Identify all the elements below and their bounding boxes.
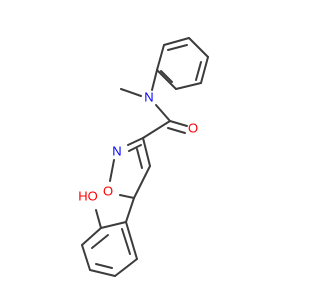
- bond: [89, 269, 116, 277]
- bond: [127, 137, 144, 146]
- bond: [125, 221, 138, 260]
- bond-ring-aryl: [125, 197, 135, 223]
- molecule-structure: N O N O HO: [78, 37, 209, 277]
- bond: [91, 234, 109, 249]
- bond: [128, 144, 142, 152]
- bond: [81, 227, 102, 246]
- bond-carbonyl-double-a: [169, 120, 188, 127]
- bond-c-oh: [95, 209, 102, 229]
- bond: [188, 37, 209, 58]
- bond-n-carbonyl: [155, 104, 171, 122]
- n-phenyl-ring: [156, 37, 209, 90]
- bond: [133, 165, 151, 199]
- bond: [109, 159, 115, 182]
- bond-n-methyl: [120, 88, 142, 97]
- bond: [81, 244, 91, 271]
- bond: [195, 61, 202, 81]
- bond: [114, 258, 138, 277]
- bond: [200, 56, 209, 84]
- ring-oxygen-label: O: [103, 183, 113, 198]
- carbonyl-oxygen-label: O: [188, 120, 198, 135]
- bond: [163, 37, 190, 46]
- bond-n-phenyl: [151, 69, 158, 91]
- bond: [175, 82, 202, 90]
- amide-nitrogen-label: N: [144, 89, 153, 104]
- bond: [142, 137, 151, 167]
- bond: [160, 70, 173, 83]
- bond: [95, 263, 113, 269]
- bond: [167, 44, 188, 51]
- bond: [119, 194, 135, 199]
- bond: [156, 44, 165, 71]
- molecule-diagram: N O N O HO: [78, 37, 209, 277]
- hydroxyl-label: HO: [78, 188, 98, 203]
- ring-nitrogen-label: N: [112, 143, 121, 158]
- bond: [136, 148, 143, 169]
- bond: [156, 69, 177, 90]
- bond: [100, 221, 127, 229]
- bond: [121, 228, 131, 255]
- bond-carbonyl-double-b: [167, 127, 186, 134]
- bond-carbonyl-ring: [142, 120, 171, 139]
- hydroxyphenyl-ring: [81, 221, 138, 277]
- isoxazole-ring: [109, 137, 151, 199]
